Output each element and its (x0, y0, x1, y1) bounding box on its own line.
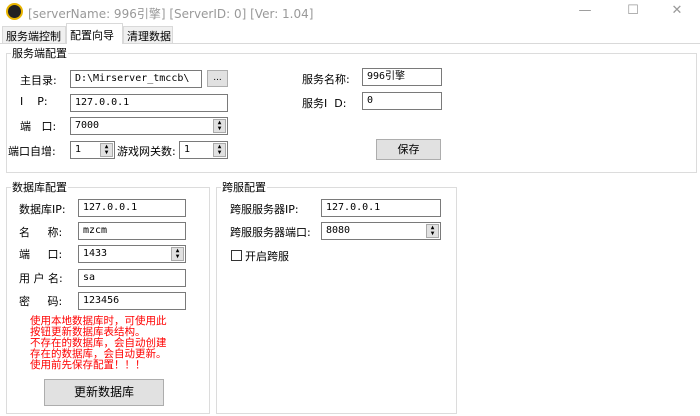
server-config-group (6, 53, 697, 173)
ip-label: I P: (20, 95, 48, 108)
db-user-input[interactable]: sa (78, 269, 186, 287)
cross-port-input[interactable]: 8080 ▲▼ (321, 222, 441, 240)
db-port-input[interactable]: 1433 ▲▼ (78, 245, 186, 263)
service-id-input[interactable]: 0 (362, 92, 442, 110)
enable-cross-label[interactable]: 开启跨服 (245, 250, 289, 263)
note-line: 使用本地数据库时，可使用此 (30, 315, 167, 327)
browse-button[interactable]: ... (207, 70, 228, 87)
spinner-icon[interactable]: ▲▼ (100, 143, 113, 157)
cross-port-value: 8080 (326, 225, 351, 236)
update-database-button[interactable]: 更新数据库 (44, 379, 164, 406)
database-config-title: 数据库配置 (11, 179, 68, 195)
service-name-label: 服务名称: (302, 73, 350, 86)
cross-ip-input[interactable]: 127.0.0.1 (321, 199, 441, 217)
save-button[interactable]: 保存 (376, 139, 441, 160)
spinner-icon[interactable]: ▲▼ (213, 143, 226, 157)
home-dir-input[interactable]: D:\Mirserver_tmccb\ (70, 70, 202, 88)
cross-server-group (216, 187, 457, 414)
db-password-input[interactable]: 123456 (78, 292, 186, 310)
maximize-button[interactable]: ☐ (627, 3, 639, 18)
enable-cross-checkbox[interactable] (231, 250, 242, 261)
db-password-label: 密 码: (19, 295, 63, 308)
db-name-input[interactable]: mzcm (78, 222, 186, 240)
note-line: 存在的数据库，会自动更新。 (30, 348, 167, 360)
cross-port-label: 跨服服务器端口: (230, 226, 311, 239)
cross-server-title: 跨服配置 (221, 179, 267, 195)
home-label: 主目录: (20, 74, 57, 87)
port-inc-value: 1 (75, 144, 82, 155)
gate-count-value: 1 (184, 144, 191, 155)
database-config-group (6, 187, 210, 414)
window-title: [serverName: 996引擎] [ServerID: 0] [Ver: … (28, 7, 314, 21)
db-ip-input[interactable]: 127.0.0.1 (78, 199, 186, 217)
db-note: 使用本地数据库时，可使用此 按钮更新数据库表结构。 不存在的数据库，会自动创建 … (30, 316, 167, 371)
service-name-input[interactable]: 996引擎 (362, 68, 442, 86)
note-line: 使用前先保存配置！！！ (30, 359, 146, 371)
tab-config-wizard[interactable]: 配置向导 (66, 23, 123, 44)
close-button[interactable]: ✕ (671, 3, 683, 18)
db-user-label: 用 户 名: (19, 272, 63, 285)
port-inc-label: 端口自增: (8, 145, 56, 158)
db-ip-label: 数据库IP: (19, 203, 66, 216)
note-line: 按钮更新数据库表结构。 (30, 326, 146, 338)
tab-server-control[interactable]: 服务端控制 (2, 26, 66, 43)
spinner-icon[interactable]: ▲▼ (213, 119, 226, 133)
minimize-button[interactable]: — (578, 3, 592, 18)
port-inc-input[interactable]: 1 ▲▼ (70, 141, 115, 159)
db-name-label: 名 称: (19, 226, 63, 239)
gate-count-input[interactable]: 1 ▲▼ (179, 141, 228, 159)
ip-input[interactable]: 127.0.0.1 (70, 94, 228, 112)
spinner-icon[interactable]: ▲▼ (171, 247, 184, 261)
port-value: 7000 (75, 120, 100, 131)
gate-count-label: 游戏网关数: (117, 145, 176, 158)
db-port-label: 端 口: (19, 248, 63, 261)
port-label: 端 口: (20, 120, 57, 133)
port-input[interactable]: 7000 ▲▼ (70, 117, 228, 135)
app-icon (6, 3, 23, 20)
tab-clean-data[interactable]: 清理数据 (123, 26, 173, 43)
service-id-label: 服务I D: (302, 97, 347, 110)
db-port-value: 1433 (83, 248, 108, 259)
title-bar: [serverName: 996引擎] [ServerID: 0] [Ver: … (0, 0, 700, 24)
cross-ip-label: 跨服服务器IP: (230, 203, 299, 216)
spinner-icon[interactable]: ▲▼ (426, 224, 439, 238)
server-config-title: 服务端配置 (11, 45, 68, 61)
note-line: 不存在的数据库，会自动创建 (30, 337, 167, 349)
